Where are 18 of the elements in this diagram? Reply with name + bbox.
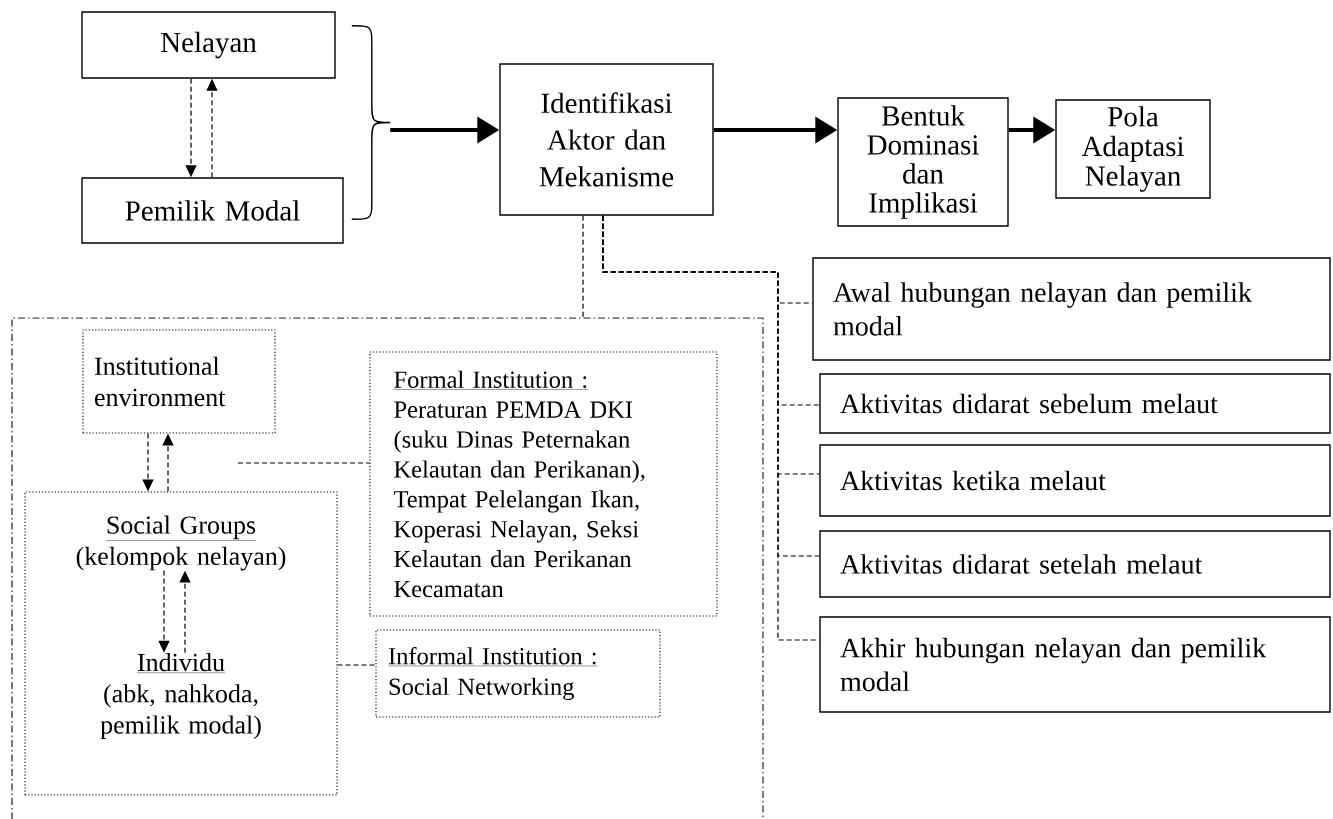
brace (351, 25, 391, 220)
text-box: Nelayan (81, 11, 336, 79)
text-box: Aktivitas didarat setelah melaut (819, 530, 1331, 598)
text-box: Institutional environment (82, 329, 276, 434)
text-box: Pola Adaptasi Nelayan (1055, 99, 1211, 199)
text-box: Awal hubungan nelayan dan pemilik modal (812, 257, 1331, 361)
text-box: Akhir hubungan nelayan dan pemilik modal (819, 616, 1331, 713)
text-box: Bentuk Dominasi dan Implikasi (837, 97, 1009, 227)
outline-box (11, 317, 764, 819)
text-box: Aktivitas didarat sebelum melaut (819, 373, 1331, 434)
text-box: Identifikasi Aktor dan Mekanisme (499, 63, 714, 216)
text-box: Informal Institution : Social Networking (375, 629, 661, 718)
text-box: Formal Institution : Peraturan PEMDA DKI (suku Dinas Peternakan Kelautan dan Perikanan), Tempat Pelelangan Ikan, Koperasi Nelayan, Seksi Kelautan dan Perikanan Kecamatan (369, 351, 718, 617)
node-text: Individu (abk, nahkoda, pemilik modal) (100, 653, 261, 739)
text-box: Pemilik Modal (81, 177, 344, 244)
node-text: Social Groups (kelompok nelayan) (76, 515, 286, 571)
text-box: Aktivitas ketika melaut (819, 444, 1331, 517)
outline-box (24, 491, 338, 796)
